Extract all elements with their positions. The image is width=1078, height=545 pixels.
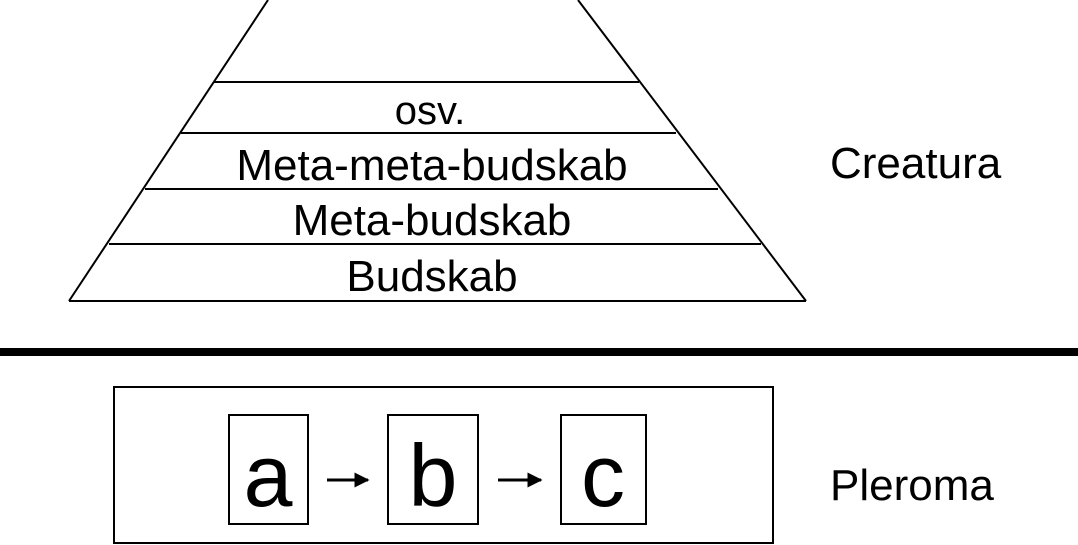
pyramid-level-meta-meta-budskab: Meta-meta-budskab bbox=[236, 141, 627, 190]
box-b-letter: b bbox=[409, 426, 458, 525]
creatura-label: Creatura bbox=[830, 139, 1002, 188]
pyramid-level-osv: osv. bbox=[395, 89, 465, 133]
pyramid-left-edge bbox=[68, 0, 269, 302]
pleroma-label: Pleroma bbox=[830, 461, 994, 510]
pyramid-level-meta-budskab: Meta-budskab bbox=[293, 196, 572, 245]
box-b bbox=[387, 414, 479, 525]
box-a-letter: a bbox=[244, 426, 293, 525]
pleroma-frame bbox=[113, 386, 774, 544]
box-a bbox=[228, 414, 309, 525]
box-c bbox=[560, 414, 647, 525]
box-c-letter: c bbox=[581, 426, 625, 525]
pyramid-level-budskab: Budskab bbox=[346, 252, 517, 301]
realm-divider bbox=[0, 348, 1078, 356]
pyramid-right-edge bbox=[577, 0, 807, 302]
pyramid bbox=[68, 0, 807, 302]
